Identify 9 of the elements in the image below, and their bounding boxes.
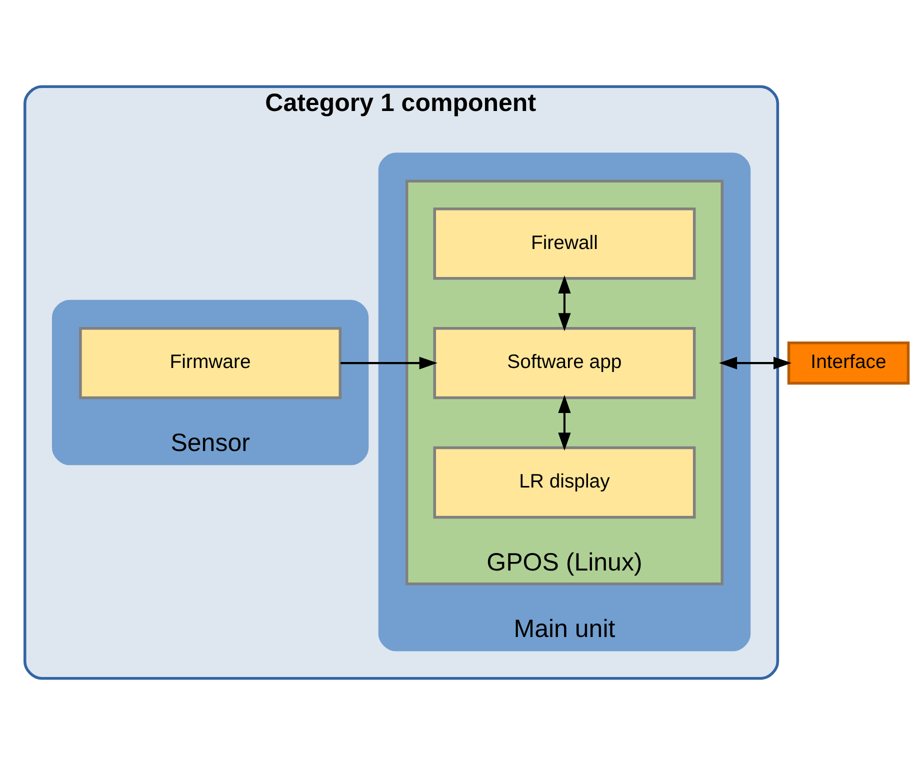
arrow [558, 394, 571, 450]
arrow [340, 356, 438, 369]
node-box: Interface [787, 341, 910, 384]
node-box: LR display [433, 446, 696, 518]
node-box: Firewall [433, 207, 696, 280]
node-box: Firmware [79, 326, 342, 399]
arrow [558, 274, 571, 331]
node-box: Software app [433, 326, 696, 399]
arrow [718, 356, 792, 369]
